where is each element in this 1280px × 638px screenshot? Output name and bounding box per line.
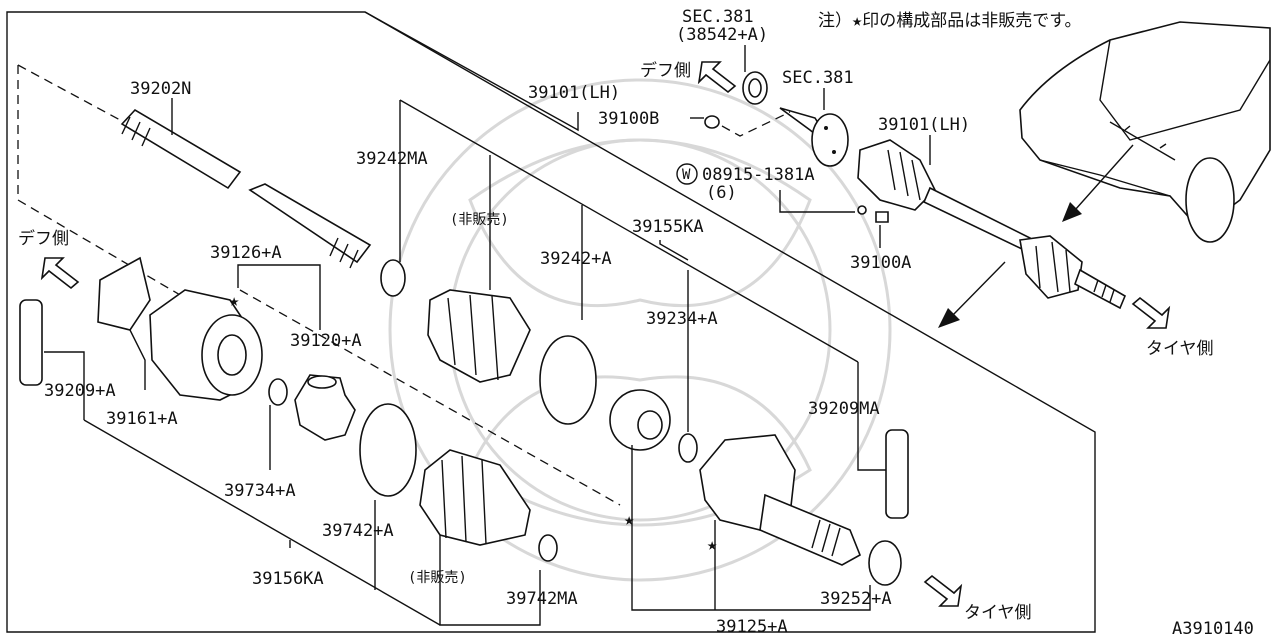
label-tire-side-right: タイヤ側 <box>1146 339 1214 359</box>
washer-marker <box>676 163 698 185</box>
direction-arrow-outboard <box>949 261 1006 319</box>
drive-shaft-assembly-39101 <box>857 139 1127 310</box>
label-diff-side-left: デフ側 <box>18 228 69 249</box>
label-39101LH-a: 39101(LH) <box>528 83 620 103</box>
sec381-hub <box>704 71 849 167</box>
boot-inner <box>427 289 531 383</box>
frame-outline <box>6 11 1096 633</box>
label-08915: 08915-1381A <box>702 165 815 185</box>
band-39742A <box>359 403 417 497</box>
label-39120A: 39120+A <box>290 331 362 351</box>
direction-arrowhead <box>938 308 960 328</box>
label-39234A: 39234+A <box>646 309 718 329</box>
label-39742A: 39742+A <box>322 521 394 541</box>
label-tire-side-bottom: タイヤ側 <box>964 603 1032 623</box>
grease-tube-39209A <box>19 299 43 386</box>
label-39125A: 39125+A <box>716 617 788 637</box>
grease-tube-39209MA <box>885 429 909 519</box>
label-sec381: SEC.381 <box>782 68 854 88</box>
label-hihanbai-1: (非販売) <box>450 212 509 228</box>
label-39126A: 39126+A <box>210 243 282 263</box>
star-marker: ★ <box>707 535 717 555</box>
label-w-mark: W <box>682 167 691 183</box>
label-39161A: 39161+A <box>106 409 178 429</box>
star-marker: ★ <box>624 510 634 530</box>
boot-outer <box>419 449 531 546</box>
inner-race-39234A <box>609 389 671 451</box>
label-39209A: 39209+A <box>44 381 116 401</box>
label-38542A: (38542+A) <box>676 25 768 45</box>
diagram-code: A3910140 <box>1172 619 1254 638</box>
band-39742MA <box>538 534 558 562</box>
label-39252A: 39252+A <box>820 589 892 609</box>
outer-joint-39209MA <box>699 434 862 566</box>
label-39242MA: 39242MA <box>356 149 428 169</box>
label-39209MA: 39209MA <box>808 399 880 419</box>
dashed-guide-1 <box>17 65 241 331</box>
snap-ring-39242MA <box>380 259 406 297</box>
label-39100B: 39100B <box>598 109 659 129</box>
arrow-diff-side-top <box>697 61 737 94</box>
housing-39156KA <box>149 289 263 401</box>
arrow-diff-side-left <box>40 257 80 290</box>
star-marker: ★ <box>229 291 239 311</box>
dust-cover-39161A <box>97 256 151 331</box>
spider-39120A <box>294 374 356 441</box>
label-39155KA: 39155KA <box>632 217 704 237</box>
circlip-39734A <box>268 378 288 406</box>
label-39156KA: 39156KA <box>252 569 324 589</box>
label-sec381-top: SEC.381 <box>682 7 754 27</box>
arrow-tire-side-right <box>1131 296 1171 329</box>
band-39242A <box>539 335 597 425</box>
car-illustration <box>1019 21 1271 243</box>
label-39100A: 39100A <box>850 253 911 273</box>
label-39202N: 39202N <box>130 79 191 99</box>
label-39242A: 39242+A <box>540 249 612 269</box>
label-08915-qty: (6) <box>706 183 737 203</box>
label-hihanbai-2: (非販売) <box>408 570 467 586</box>
label-diff-side-top: デフ側 <box>640 60 691 81</box>
leader-lines <box>44 11 931 626</box>
label-39742MA: 39742MA <box>506 589 578 609</box>
shaft-39202N <box>120 108 372 269</box>
label-39101LH-b: 39101(LH) <box>878 115 970 135</box>
label-39734A: 39734+A <box>224 481 296 501</box>
dashed-guide-2 <box>17 64 121 121</box>
ring-39234A <box>678 433 698 463</box>
arrow-tire-side-bottom <box>923 574 963 607</box>
dashed-guide-3 <box>239 289 621 506</box>
seal-39252A <box>868 540 902 586</box>
note-text: 注）★印の構成部品は非販売です。 <box>818 11 1082 31</box>
